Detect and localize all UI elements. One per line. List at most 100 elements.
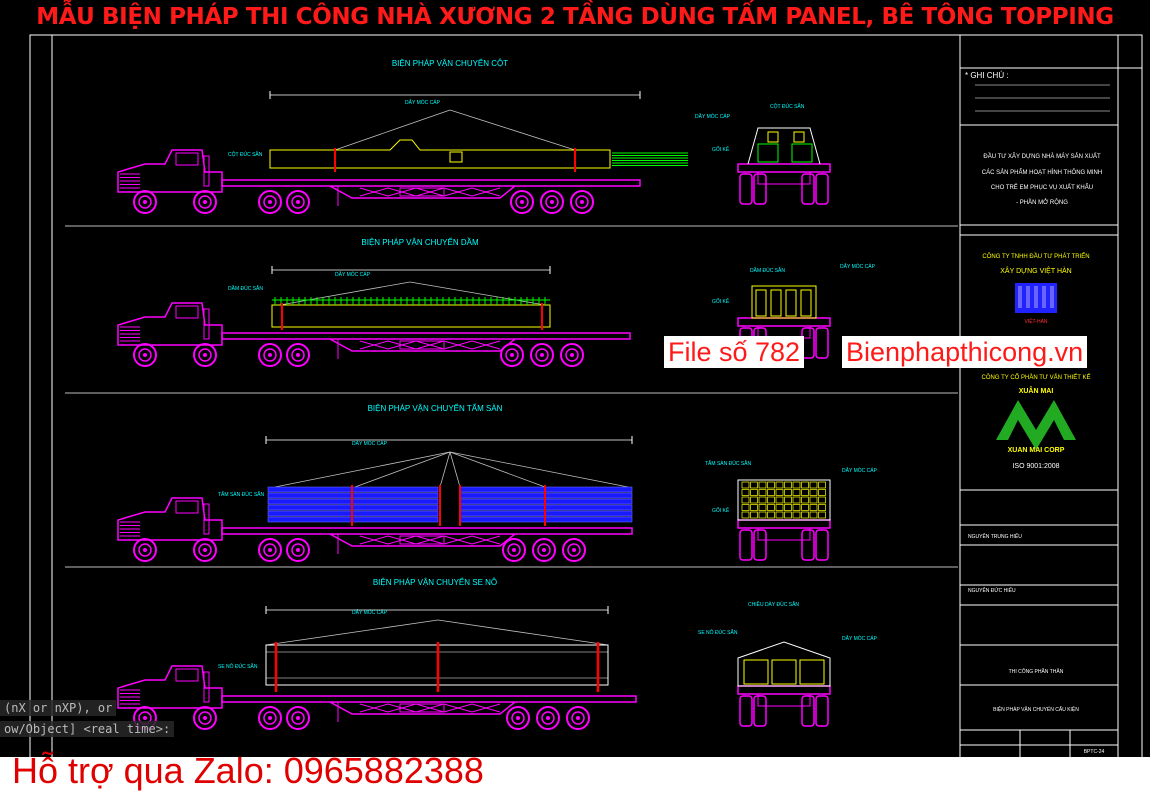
wheel-center <box>203 548 207 552</box>
wheel <box>532 538 556 562</box>
wheel-hub <box>565 348 579 362</box>
project-line: CÁC SẢN PHẨM HOẠT HÌNH THÔNG MINH <box>982 169 1102 176</box>
project-line: - PHẦN MỞ RỘNG <box>1016 199 1068 206</box>
endview-cable-label: DÂY MÓC CÁP <box>842 635 878 642</box>
column-cap <box>767 131 779 143</box>
wheel-center <box>570 353 574 357</box>
end-view-frame <box>757 693 811 707</box>
wheel-center <box>546 716 550 720</box>
slab-core <box>741 496 750 504</box>
slab-core <box>809 496 818 504</box>
slab-core <box>818 511 826 519</box>
lifting-cable <box>449 451 546 488</box>
wheel-center <box>143 548 147 552</box>
truck-window <box>175 152 199 166</box>
wheel-center <box>296 200 300 204</box>
wheel-center <box>572 548 576 552</box>
watermark-site-name[interactable]: Bienphapthicong.vn <box>842 336 1088 368</box>
wheel-hub <box>263 348 277 362</box>
slab-core <box>809 504 818 511</box>
slab-core <box>758 481 767 489</box>
trailer-deck <box>221 332 631 340</box>
end-view-tire <box>753 695 767 727</box>
watermark-file-number: File số 782 <box>664 336 805 368</box>
slab-core <box>818 496 826 504</box>
lifting-cable <box>334 109 451 151</box>
slab-core <box>775 481 784 489</box>
wheel <box>500 343 524 367</box>
end-view-tire <box>753 529 767 561</box>
slab-core <box>758 504 767 511</box>
slab-core <box>784 496 792 504</box>
column-corbel <box>449 151 463 163</box>
precast-beam <box>271 304 551 328</box>
project-line: CHO TRẺ EM PHỤC VỤ XUẤT KHẨU <box>991 184 1093 191</box>
transport-sections <box>117 91 688 730</box>
endview-cable-label: DÂY MÓC CÁP <box>695 113 731 120</box>
truss-member <box>471 703 501 713</box>
gutter-section-frame <box>737 641 831 687</box>
beam-section <box>800 289 812 317</box>
lifting-cable <box>279 281 411 306</box>
slab-core <box>750 489 758 496</box>
slab-core <box>809 481 818 489</box>
slab-core <box>767 511 775 519</box>
owner-company: CÔNG TY TNHH ĐẦU TƯ PHÁT TRIỂN <box>982 253 1089 260</box>
slab-core <box>767 504 775 511</box>
wheel-hub <box>535 348 549 362</box>
wheel <box>193 538 217 562</box>
wheel-center <box>296 353 300 357</box>
truss-member <box>415 340 445 350</box>
lifting-cable <box>449 109 576 151</box>
end-view-tire <box>739 173 753 205</box>
wheel <box>502 538 526 562</box>
wheel-center <box>268 548 272 552</box>
zalo-support-text[interactable]: Hỗ trợ qua Zalo: 0965882388 <box>12 750 484 791</box>
slab-core <box>767 496 775 504</box>
wheel-center <box>143 353 147 357</box>
lifting-cable <box>449 451 629 488</box>
lifting-cable <box>449 451 461 488</box>
wheel-center <box>268 200 272 204</box>
wheel <box>258 706 282 730</box>
wheel-hub <box>263 195 277 209</box>
slab-core <box>784 511 792 519</box>
wheel-hub <box>198 348 212 362</box>
wheel <box>258 343 282 367</box>
wheel <box>258 190 282 214</box>
slab-core <box>750 481 758 489</box>
truss-member <box>471 340 501 350</box>
slab-core <box>801 496 809 504</box>
wheel <box>562 538 586 562</box>
beam-section <box>785 289 797 317</box>
cargo-label: CỘT ĐÚC SẴN <box>228 151 263 158</box>
section-title: BIỆN PHÁP VẬN CHUYỂN SE NÔ <box>373 578 497 587</box>
command-line-prompt[interactable]: ow/Object] <real time>: <box>0 721 175 737</box>
trailer-box <box>399 535 445 545</box>
beam-section <box>755 289 767 317</box>
gutter-section <box>743 659 769 685</box>
truck-exhaust <box>203 671 210 703</box>
wheel-hub <box>198 711 212 725</box>
end-view-tire <box>815 173 829 205</box>
slab-core <box>792 504 801 511</box>
section-title: BIỆN PHÁP VẬN CHUYỂN DẦM <box>361 237 479 247</box>
slab-core <box>741 511 750 519</box>
end-view-tire <box>801 695 815 727</box>
wheel-hub <box>515 195 529 209</box>
truss-member <box>415 703 445 713</box>
wheel-hub <box>537 543 551 557</box>
dimension-line <box>271 266 551 274</box>
owner-logo <box>1015 283 1057 313</box>
truss-member <box>387 187 417 197</box>
person-name: NGUYỄN TRUNG HIẾU <box>968 533 1022 540</box>
iso-text: ISO 9001:2008 <box>1012 463 1059 470</box>
end-view-tire <box>801 173 815 205</box>
wheel-hub <box>291 195 305 209</box>
end-views <box>737 127 831 727</box>
designer-company: CÔNG TY CỔ PHẦN TƯ VẤN THIẾT KẾ <box>982 374 1091 381</box>
trailer-box <box>399 187 445 197</box>
gutter-section <box>799 659 825 685</box>
truss-member <box>443 535 473 545</box>
